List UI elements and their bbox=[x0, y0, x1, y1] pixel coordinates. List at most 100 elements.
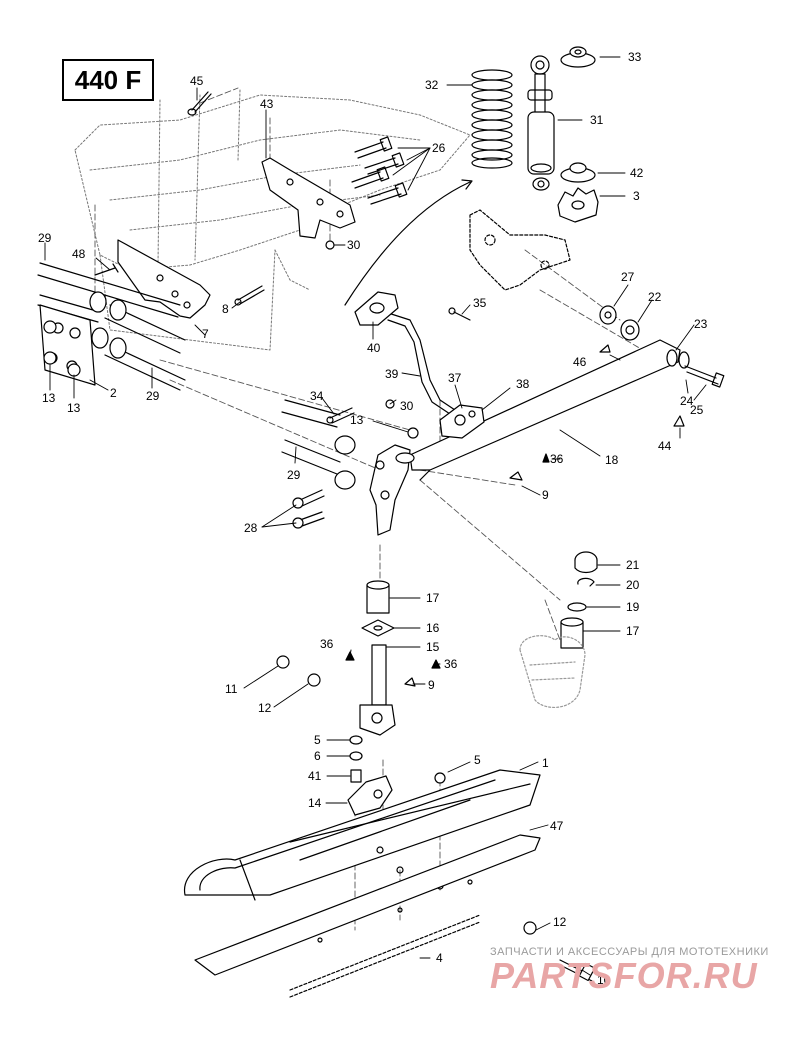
callout-26: 26 bbox=[432, 141, 446, 155]
callout-24: 24 bbox=[680, 394, 694, 408]
callout-18: 18 bbox=[605, 453, 619, 467]
link-plate-40 bbox=[354, 291, 399, 326]
callout-4: 4 bbox=[436, 951, 443, 965]
spring bbox=[471, 69, 513, 169]
ski-leg-14 bbox=[347, 775, 393, 816]
cap-21 bbox=[574, 551, 598, 574]
fitting-9b bbox=[404, 677, 416, 687]
hand-illustration bbox=[519, 635, 586, 708]
mounting-plate-48 bbox=[117, 239, 211, 319]
grease-fitting-9a bbox=[509, 471, 523, 481]
washer-27 bbox=[599, 305, 617, 325]
callout-7: 7 bbox=[202, 327, 209, 341]
callout-45: 45 bbox=[190, 74, 204, 88]
callout-48: 48 bbox=[72, 247, 86, 261]
washer-5a bbox=[349, 735, 363, 745]
callout-12b: 12 bbox=[553, 915, 567, 929]
callout-39: 39 bbox=[385, 367, 399, 381]
spindle-15 bbox=[359, 644, 396, 736]
callout-30a: 30 bbox=[347, 238, 361, 252]
bushings bbox=[89, 291, 356, 490]
callout-34: 34 bbox=[310, 389, 324, 403]
callout-23: 23 bbox=[694, 317, 708, 331]
spindle-housing bbox=[369, 444, 415, 536]
bolt-45 bbox=[187, 91, 212, 116]
callout-32: 32 bbox=[425, 78, 439, 92]
callout-3: 3 bbox=[633, 189, 640, 203]
callout-37: 37 bbox=[448, 371, 462, 385]
washer-19 bbox=[567, 602, 587, 612]
bolt-34 bbox=[326, 407, 355, 424]
callout-40: 40 bbox=[367, 341, 381, 355]
callout-17a: 17 bbox=[426, 591, 440, 605]
gasket-16 bbox=[361, 619, 395, 637]
callout-1: 1 bbox=[542, 756, 549, 770]
bolt-10 bbox=[559, 959, 596, 982]
callout-19: 19 bbox=[626, 600, 640, 614]
watermark-logo: PARTSFOR.RU bbox=[490, 955, 758, 996]
bolt-8 bbox=[234, 285, 265, 306]
callout-22: 22 bbox=[648, 290, 662, 304]
bracket-plate-2 bbox=[39, 304, 96, 386]
callout-20: 20 bbox=[626, 578, 640, 592]
callout-36b: 36 bbox=[320, 637, 334, 651]
screw-48 bbox=[94, 263, 119, 276]
bushing-17b bbox=[560, 617, 584, 649]
callout-13a: 13 bbox=[42, 391, 56, 405]
spring-seat bbox=[560, 162, 596, 183]
grease-36a bbox=[542, 453, 550, 463]
nut-12a bbox=[307, 673, 321, 687]
bolt-35 bbox=[448, 307, 471, 321]
wear-bar-4 bbox=[289, 914, 481, 998]
tie-rod-end-37 bbox=[439, 404, 485, 439]
nut-11 bbox=[276, 655, 290, 669]
callout-44: 44 bbox=[658, 439, 672, 453]
ski-runner-47 bbox=[194, 834, 541, 976]
washer-6 bbox=[349, 751, 363, 761]
callout-12a: 12 bbox=[258, 701, 272, 715]
callout-10: 10 bbox=[597, 973, 611, 987]
callout-36a: 36 bbox=[550, 452, 564, 466]
callout-8: 8 bbox=[222, 302, 229, 316]
callout-46: 46 bbox=[573, 355, 587, 369]
callout-43: 43 bbox=[260, 97, 274, 111]
spring-cap bbox=[560, 46, 596, 68]
callout-38: 38 bbox=[516, 377, 530, 391]
callout-41: 41 bbox=[308, 769, 322, 783]
bolts-26 bbox=[351, 136, 408, 205]
nipple-46 bbox=[599, 344, 611, 353]
callout-14: 14 bbox=[308, 796, 322, 810]
spacer-41 bbox=[350, 769, 362, 783]
callout-16: 16 bbox=[426, 621, 440, 635]
callout-11: 11 bbox=[225, 682, 238, 696]
ring-20 bbox=[577, 577, 595, 587]
callout-13c: 13 bbox=[350, 413, 364, 427]
watermark-text: ЗАПЧАСТИ И АКСЕССУАРЫ ДЛЯ МОТОТЕХНИКИ bbox=[490, 946, 769, 958]
assembly-arrow bbox=[344, 179, 473, 306]
callout-29b: 29 bbox=[146, 389, 160, 403]
callout-numbers: 33 32 31 4 2 3 45 43 26 30 29 48 8 7 13 1… bbox=[38, 50, 708, 987]
callout-13b: 13 bbox=[67, 401, 81, 415]
nut-5b bbox=[434, 772, 446, 784]
nipple-44 bbox=[673, 415, 685, 427]
callout-29a: 29 bbox=[38, 231, 52, 245]
callout-9b: 9 bbox=[428, 678, 435, 692]
washers-23-24 bbox=[666, 349, 690, 369]
bracket-43 bbox=[261, 157, 356, 239]
bushing-17a bbox=[366, 580, 390, 614]
adjuster-cam bbox=[557, 187, 599, 223]
nut-13c bbox=[407, 427, 419, 439]
shock-absorber bbox=[527, 55, 555, 191]
rear-bracket bbox=[469, 209, 571, 291]
nut-30 bbox=[325, 240, 335, 250]
callout-2: 2 bbox=[110, 386, 117, 400]
callout-33: 33 bbox=[628, 50, 642, 64]
shafts-29 bbox=[37, 262, 341, 475]
nut-30b bbox=[385, 399, 395, 409]
callout-31: 31 bbox=[590, 113, 604, 127]
callout-27: 27 bbox=[621, 270, 635, 284]
callout-30b: 30 bbox=[400, 399, 414, 413]
callout-5b: 5 bbox=[474, 753, 481, 767]
steering-rod-39 bbox=[384, 311, 456, 415]
